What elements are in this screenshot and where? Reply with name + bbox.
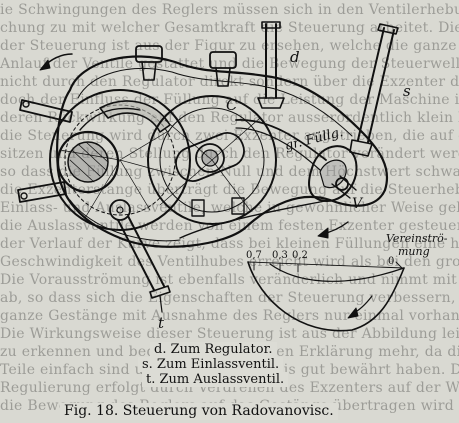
bleed-through-line: die Steuerung wird durch zwei Exzenter a…	[0, 128, 459, 144]
label-0: 0	[388, 256, 394, 267]
legend: d. Zum Regulator. s. Zum Einlassventil. …	[0, 342, 459, 423]
bleed-through-line: Die Vorausströmung ist ebenfalls verände…	[0, 272, 459, 288]
bleed-through-line: der Steuerung ist aus der Figur zu erseh…	[0, 38, 459, 54]
top-left-pin	[22, 100, 30, 108]
curved-slot	[99, 100, 171, 133]
lower-pivot-pin	[116, 206, 124, 214]
bleed-through-line: ab, so dass sich die Eigenschaften der S…	[0, 290, 459, 306]
rotation-arrowhead-top	[39, 59, 51, 71]
label-vereinstroemung-1: Vereinströ-	[386, 232, 448, 245]
left-shaft-hatch	[69, 141, 109, 183]
center-shaft-ring	[195, 143, 225, 173]
label-gr-fullg: gr. Füllg.	[283, 125, 344, 154]
legend-item-d: d. Zum Regulator.	[150, 342, 277, 357]
lower-left-linkage	[17, 181, 67, 203]
center-eccentric-inner	[159, 107, 265, 213]
label-d: d	[290, 48, 300, 66]
lower-pivot	[109, 199, 131, 221]
bleed-through-line: der Verlauf der Kurve zeigt, dass bei kl…	[0, 236, 459, 252]
gauge-left-cap	[135, 45, 163, 63]
curved-guide	[79, 107, 141, 131]
label-0-7: 0,7	[246, 250, 262, 261]
top-left-linkage	[19, 99, 73, 123]
label-0-2: 0,2	[292, 250, 308, 261]
bleed-through-line: chung zu mit welcher Gesamtkraft die Ste…	[0, 20, 459, 36]
rotation-arrowhead-right	[317, 227, 329, 239]
right-rocker-slot	[319, 159, 347, 189]
rod-s-joint	[349, 139, 373, 157]
legend-item-t: t. Zum Auslassventil.	[142, 372, 289, 387]
lower-left-pin	[20, 192, 28, 200]
center-slot	[175, 132, 245, 182]
rod-s	[357, 27, 395, 143]
rod-t-end	[149, 285, 171, 299]
center-block-left	[191, 199, 205, 217]
housing-inner-line	[77, 68, 353, 137]
lower-link	[179, 199, 331, 239]
lift-curve-outer	[247, 261, 405, 332]
label-s: s	[403, 82, 411, 100]
left-eccentric-outer	[49, 89, 191, 231]
center-eccentric-outer	[147, 95, 277, 225]
rod-d	[265, 23, 277, 99]
housing-lower-line	[69, 199, 181, 242]
connecting-rod-2	[235, 127, 321, 171]
gauge-right-cap	[209, 51, 237, 69]
housing-outline	[56, 55, 389, 248]
connecting-rod	[235, 119, 327, 161]
lift-baseline	[247, 261, 405, 269]
label-v: V	[352, 196, 364, 212]
label-t: t	[158, 314, 165, 332]
lift-curve-inner	[269, 263, 405, 282]
pivot-v-arm	[331, 175, 357, 199]
rod-s-top	[377, 23, 399, 35]
rod-d-joint	[257, 97, 285, 109]
rod-t	[117, 215, 165, 291]
valve-gear-drawing: d s C gr. Füllg. V t Vereinströ- mung 0,…	[17, 21, 448, 332]
center-spokes	[159, 117, 261, 211]
legend-item-s: s. Zum Einlassventil.	[138, 357, 284, 372]
gauge-left-stem	[141, 61, 157, 81]
left-shaft-ring	[56, 130, 120, 194]
gauge-right-stem	[215, 67, 231, 87]
lift-arrowhead	[347, 307, 359, 319]
rod-d-top	[261, 21, 281, 29]
figure-caption: Fig. 18. Steuerung von Radovanovisc.	[60, 403, 338, 420]
bleed-through-line: ie Schwingungen des Reglers müssen sich …	[0, 2, 459, 18]
label-c: C	[226, 96, 238, 114]
bleed-through-line: ganze Gestänge mit Ausnahme des Reglers …	[0, 308, 459, 324]
rod-t-extension	[159, 295, 163, 313]
bleed-through-line: Regulierung erfolgt durch Verdrehen des …	[0, 380, 459, 396]
vereinstroemung-leader	[395, 261, 403, 269]
label-vereinstroemung-2: mung	[398, 245, 430, 258]
center-block-right	[231, 197, 245, 215]
label-0-3: 0,3	[272, 250, 288, 261]
